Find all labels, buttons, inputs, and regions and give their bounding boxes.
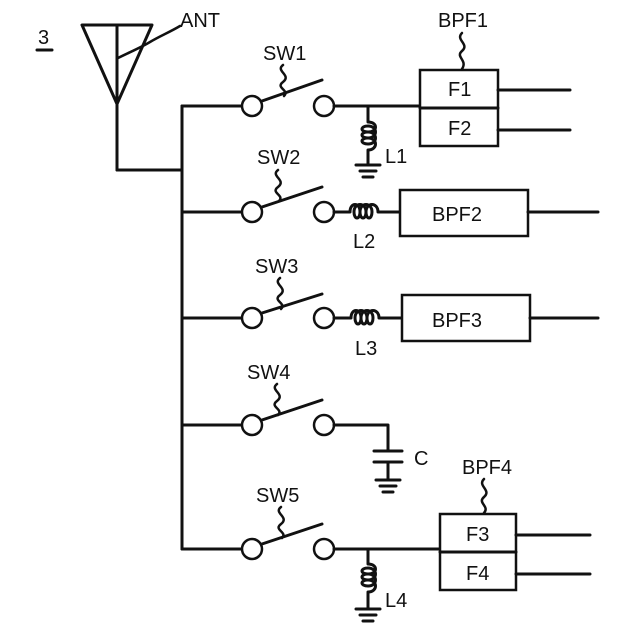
filter-label-f3: F3 [466,524,489,546]
inductor-l1-icon [362,120,376,152]
bpf1-block [420,70,570,146]
capacitor-icon [374,451,402,462]
switch-terminal [314,202,334,222]
switch-blade [262,524,322,544]
switch-label-sw3: SW3 [255,256,298,278]
sw3-leader-line [278,278,283,309]
filter-label-f2: F2 [448,118,471,140]
switch-terminal [314,539,334,559]
switch-terminal [314,308,334,328]
switch-terminal [314,415,334,435]
ground-icon [356,165,380,177]
filter-label-f1: F1 [448,79,471,101]
bpf4-leader-line [482,479,487,513]
antenna-label: ANT [180,10,220,32]
sw1-leader-line [281,65,286,96]
capacitor-label: C [414,448,428,470]
inductor-l3-icon [349,311,381,325]
switch-label-sw5: SW5 [256,485,299,507]
inductor-label-l3: L3 [355,338,377,360]
branch-sw3 [182,294,598,341]
bpf1-leader-line [460,33,465,69]
bpf2-label: BPF2 [432,204,482,226]
switch-terminal [242,415,262,435]
filter-label-f4: F4 [466,563,489,585]
switch-label-sw1: SW1 [263,43,306,65]
inductor-label-l4: L4 [385,590,407,612]
bpf1-label: BPF1 [438,10,488,32]
switch-blade [262,187,322,207]
switch-blade [262,400,322,420]
inductor-label-l2: L2 [353,231,375,253]
switch-terminal [242,96,262,116]
sw2-leader-line [276,170,281,201]
inductor-label-l1: L1 [385,146,407,168]
antenna-icon [82,25,182,170]
bpf4-block [440,514,590,590]
figure-ref-label: 3 [38,27,49,49]
bpf3-label: BPF3 [432,310,482,332]
switch-terminal [242,539,262,559]
sw4-leader-line [275,384,280,415]
switch-terminal [242,308,262,328]
branch-sw4 [182,400,402,492]
inductor-l2-icon [348,205,380,219]
branch-sw2 [182,187,598,236]
switch-label-sw2: SW2 [257,147,300,169]
switch-blade [262,80,322,101]
ground-icon [376,480,400,492]
switch-blade [262,294,322,313]
inductor-l4-icon [362,562,376,594]
switch-terminal [242,202,262,222]
bpf4-label: BPF4 [462,457,512,479]
switch-terminal [314,96,334,116]
ground-icon [356,609,380,621]
sw5-leader-line [279,507,284,538]
switch-label-sw4: SW4 [247,362,290,384]
